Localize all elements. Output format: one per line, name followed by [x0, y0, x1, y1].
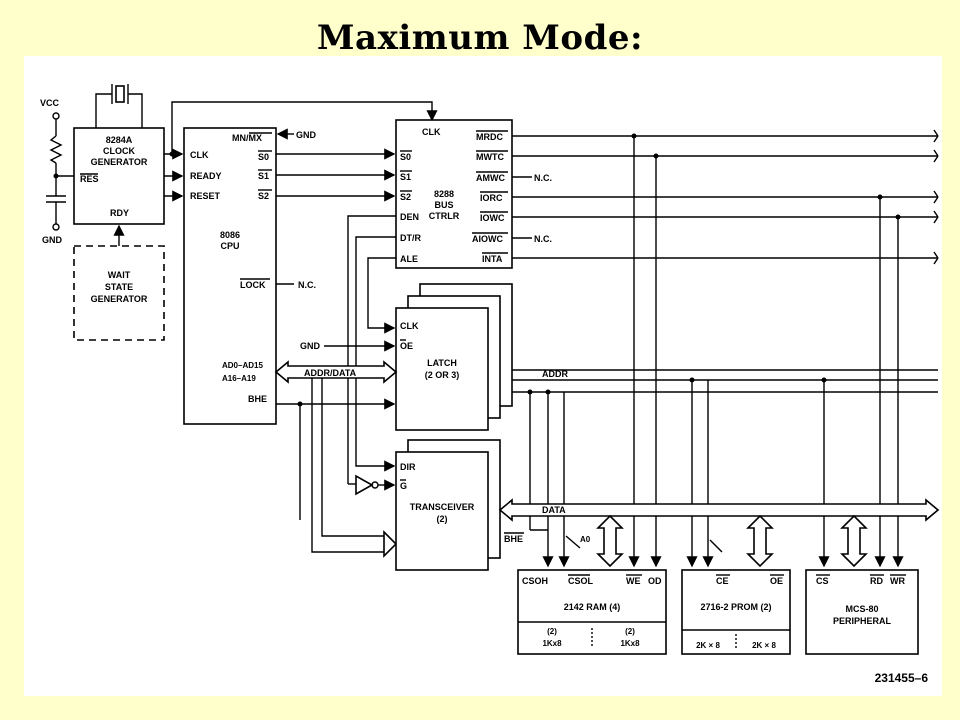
prom-oe-pin: OE [770, 576, 783, 586]
xcvr-sub: (2) [437, 514, 448, 524]
latch-gnd: GND [300, 341, 321, 351]
cpu-reset-pin: RESET [190, 191, 221, 201]
system-diagram: 8284A CLOCK GENERATOR RES RDY VCC GND WA… [40, 84, 940, 685]
cpu-s0-pin: S0 [258, 152, 269, 162]
bc-sub1: BUS [434, 200, 453, 210]
bc-s2-pin: S2 [400, 192, 411, 202]
cpu-ready-pin: READY [190, 171, 222, 181]
cpu-a-pin: A16–A19 [222, 374, 256, 383]
mnmx-gnd: GND [296, 130, 317, 140]
addr-data-label: ADDR/DATA [304, 368, 357, 378]
ram-2142: CSOH CSOL WE OD 2142 RAM (4) (2) 1Kx8 (2… [517, 569, 667, 655]
amwc-nc: N.C. [534, 173, 552, 183]
cpu-8086: CLK READY RESET MN/MX S0 S1 S2 8086 CPU … [183, 127, 277, 425]
bc-iowc-pin: IOWC [480, 213, 505, 223]
bc-iorc-pin: IORC [480, 193, 503, 203]
clock-gen-sub1: CLOCK [103, 146, 135, 156]
bc-dtr-pin: DT/R [400, 233, 421, 243]
clock-gen-sub2: GENERATOR [91, 157, 148, 167]
bc-sub2: CTRLR [429, 211, 460, 221]
ram-right-size: 1Kx8 [620, 639, 640, 648]
bc-aiowc-pin: AIOWC [472, 234, 503, 244]
bc-name: 8288 [434, 189, 454, 199]
prom-name: 2716-2 PROM (2) [700, 602, 771, 612]
power-network: VCC GND [40, 98, 74, 245]
address-latch: CLK OE LATCH (2 OR 3) [395, 283, 513, 431]
cpu-bhe-pin: BHE [248, 394, 267, 404]
wait-line2: STATE [105, 282, 133, 292]
bc-s1-pin: S1 [400, 172, 411, 182]
resistor-icon [49, 135, 63, 164]
lock-nc: N.C. [298, 280, 316, 290]
latch-name: LATCH [427, 358, 457, 368]
xcvr-g-pin: G [400, 481, 407, 491]
rdy-pin: RDY [110, 208, 129, 218]
cpu-s1-pin: S1 [258, 171, 269, 181]
cpu-sub: CPU [220, 241, 239, 251]
bc-mrdc-pin: MRDC [476, 132, 503, 142]
bc-s0-pin: S0 [400, 152, 411, 162]
gnd-label-left: GND [42, 235, 63, 245]
cpu-clk-pin: CLK [190, 150, 209, 160]
latch-clk-pin: CLK [400, 321, 419, 331]
cpu-ad-pin: AD0–AD15 [222, 361, 263, 370]
ram-left-size: 1Kx8 [542, 639, 562, 648]
bc-inta-pin: INTA [482, 254, 503, 264]
wait-line1: WAIT [108, 270, 131, 280]
xcvr-name: TRANSCEIVER [410, 502, 475, 512]
prom-right-size: 2K × 8 [752, 641, 776, 650]
prom-2716: CE OE 2716-2 PROM (2) 2K × 8 2K × 8 [681, 569, 791, 655]
clock-generator: 8284A CLOCK GENERATOR RES RDY [73, 127, 165, 225]
data-bus: DATA [498, 498, 940, 568]
ram-name: 2142 RAM (4) [564, 602, 621, 612]
prom-left-size: 2K × 8 [696, 641, 720, 650]
crystal-icon [95, 84, 143, 128]
latch-oe-pin: OE [400, 341, 413, 351]
cpu-name: 8086 [220, 230, 240, 240]
cpu-mnmx-pin: MN/MX [232, 133, 262, 143]
bc-amwc-pin: AMWC [476, 173, 505, 183]
periph-rd-pin: RD [870, 576, 883, 586]
cpu-s2-pin: S2 [258, 191, 269, 201]
wait-line3: GENERATOR [91, 294, 148, 304]
bc-den-pin: DEN [400, 212, 419, 222]
addr-data-bus: ADDR/DATA [274, 360, 398, 558]
periph-cs-pin: CS [816, 576, 829, 586]
bc-clk-pin: CLK [422, 127, 441, 137]
bhe-bus-label: BHE [504, 534, 523, 544]
wait-state-generator: WAIT STATE GENERATOR [73, 224, 165, 341]
data-label: DATA [542, 505, 566, 515]
periph-wr-pin: WR [890, 576, 905, 586]
ram-we-pin: WE [626, 576, 641, 586]
data-transceiver: DIR G TRANSCEIVER (2) [395, 439, 501, 571]
ram-right-count: (2) [625, 627, 635, 636]
slide-title: Maximum Mode: [316, 18, 644, 58]
res-pin: RES [80, 174, 99, 184]
ram-od-pin: OD [648, 576, 662, 586]
diagram-panel: 8284A CLOCK GENERATOR RES RDY VCC GND WA… [24, 56, 942, 696]
periph-name2: PERIPHERAL [833, 616, 892, 626]
aiowc-nc: N.C. [534, 234, 552, 244]
a0-label: A0 [580, 535, 591, 544]
periph-name1: MCS-80 [845, 604, 878, 614]
latch-sub: (2 OR 3) [425, 370, 460, 380]
prom-ce-pin: CE [716, 576, 729, 586]
mcs80-peripheral: CS RD WR MCS-80 PERIPHERAL [805, 569, 919, 655]
addr-label: ADDR [542, 369, 568, 379]
addr-bus: ADDR [512, 369, 938, 568]
bus-controller-8288: CLK S0 S1 S2 DEN DT/R ALE 8288 BUS CTRLR… [395, 119, 513, 269]
bc-mwtc-pin: MWTC [476, 152, 504, 162]
vcc-label: VCC [40, 98, 60, 108]
ram-csoh-pin: CSOH [522, 576, 548, 586]
cpu-lock-pin: LOCK [240, 280, 266, 290]
xcvr-dir-pin: DIR [400, 462, 416, 472]
bc-ale-pin: ALE [400, 254, 418, 264]
figure-id: 231455–6 [875, 671, 929, 685]
ram-left-count: (2) [547, 627, 557, 636]
clock-gen-name: 8284A [106, 135, 133, 145]
inverter-icon [348, 474, 396, 496]
ram-csol-pin: CSOL [568, 576, 594, 586]
